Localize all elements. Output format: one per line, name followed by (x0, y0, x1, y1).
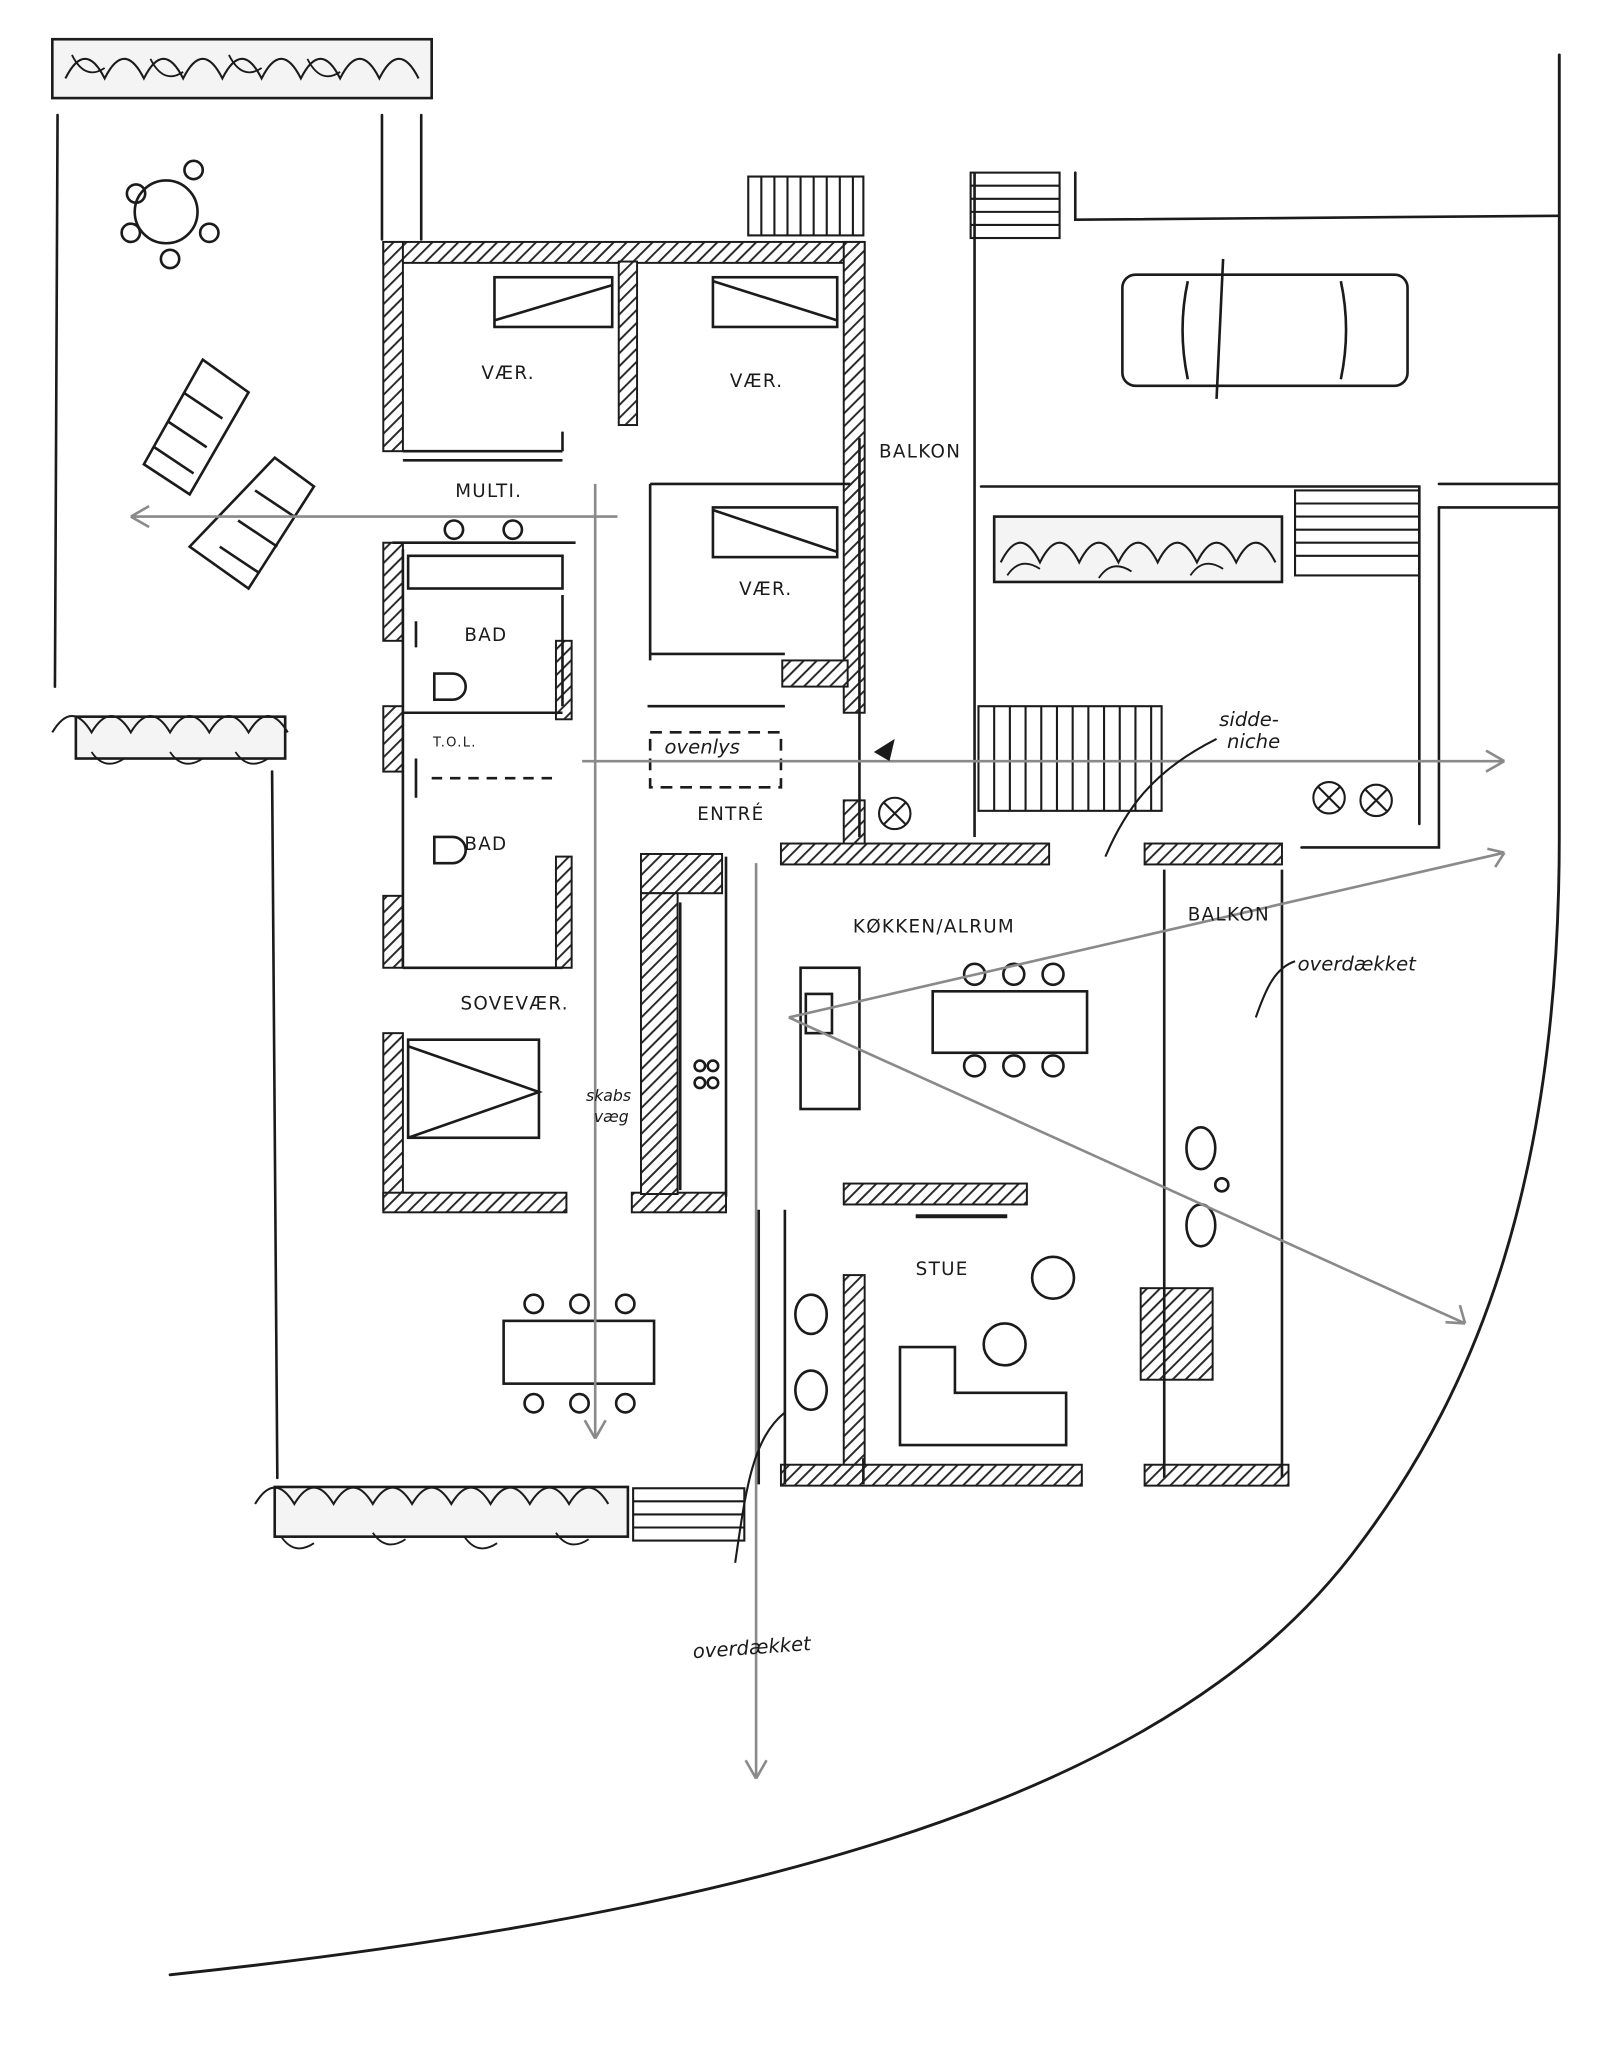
room-labels: VÆR. VÆR. VÆR. MULTI. BAD BAD T.O.L. SOV… (432, 363, 1270, 1280)
label-koekken-alrum: KØKKEN/ALRUM (853, 916, 1015, 937)
label-vaer-2: VÆR. (730, 371, 783, 392)
interior-partitions (392, 172, 1284, 1485)
label-bad-2: BAD (464, 834, 507, 855)
sunbed-2 (187, 455, 316, 591)
sunbed-1 (142, 357, 251, 497)
bathroom-fixtures (414, 519, 556, 865)
bench-niche-stairs (632, 171, 1421, 1542)
label-bad-1: BAD (464, 625, 507, 646)
terrace-dining-table (502, 1293, 656, 1414)
shrubs (878, 781, 1393, 831)
note-overdaekket-right: overdækket (1298, 952, 1417, 975)
label-toilet: T.O.L. (432, 736, 477, 751)
label-sovevaer: SOVEVÆR. (460, 994, 568, 1015)
label-skabsvaeg-1: skabs (586, 1086, 631, 1105)
note-siddeniche-2: niche (1227, 730, 1280, 753)
kitchen-fixtures (693, 962, 1089, 1111)
round-table-garden (120, 159, 220, 270)
sightlines (130, 483, 1506, 1780)
car (1121, 258, 1409, 399)
annotations: sidde- niche overdækket overdækket (692, 708, 1417, 1663)
walls (382, 240, 1290, 1487)
planter-bottom (254, 1485, 630, 1550)
label-multi: MULTI. (455, 481, 522, 502)
entrance-arrow-icon (873, 738, 895, 762)
label-skabsvaeg-2: væg (594, 1107, 629, 1126)
label-entre: ENTRÉ (697, 803, 764, 825)
label-balkon-2: BALKON (1188, 905, 1270, 926)
annotation-leaders (734, 737, 1296, 1563)
planter-terrace-right (992, 515, 1284, 584)
planter-top-left (51, 37, 433, 100)
note-overdaekket-bottom: overdækket (692, 1632, 813, 1663)
planter-left-middle (51, 714, 289, 765)
label-ovenlys: ovenlys (665, 735, 740, 758)
label-vaer-3: VÆR. (739, 579, 792, 600)
site-outline (53, 53, 1561, 1977)
label-balkon-1: BALKON (879, 442, 961, 463)
beds (406, 275, 839, 1140)
label-stue: STUE (916, 1259, 969, 1280)
note-siddeniche-1: sidde- (1219, 708, 1279, 731)
label-vaer-1: VÆR. (481, 363, 534, 384)
